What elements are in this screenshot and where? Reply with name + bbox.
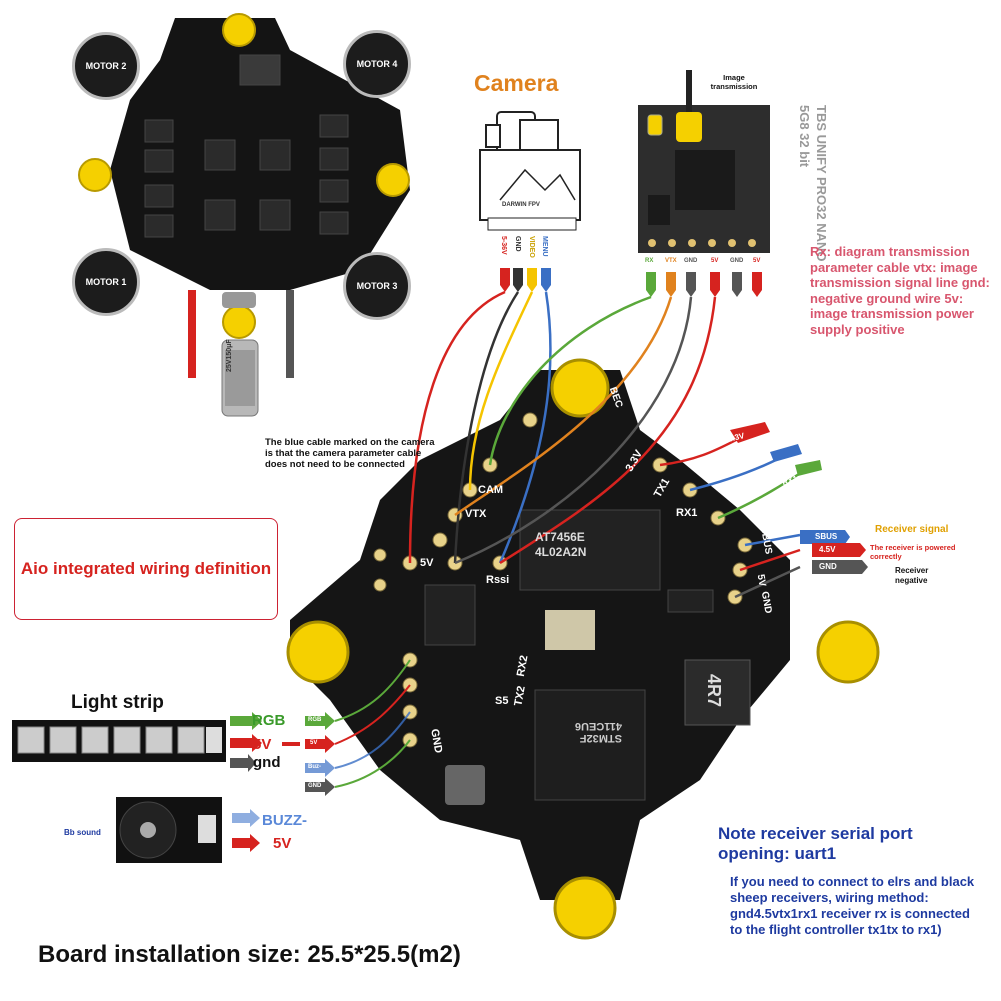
vtx-model-label: TBS UNIFY PRO32 NANO 5G8 32 bit <box>797 105 829 262</box>
vtx-pin-gnd: GND <box>684 258 698 264</box>
pad-5v: 5V <box>420 557 434 569</box>
pad-rx1: RX1 <box>676 507 698 519</box>
motor-1-label: MOTOR 1 <box>72 248 140 316</box>
light-strip-pad-buz: Buz- <box>308 764 321 770</box>
light-strip-title: Light strip <box>71 692 164 713</box>
buzzer-module <box>116 797 260 863</box>
vtx-pin-rx: RX <box>645 258 654 264</box>
camera-pin-gnd: GND <box>514 236 521 252</box>
light-strip-wire-gnd: gnd <box>253 754 281 771</box>
inductor-label: 4R7 <box>704 673 725 708</box>
capacitor-label: 25V150μF <box>226 339 233 372</box>
definition-box: Aio integrated wiring definition <box>14 518 278 620</box>
camera-pin-video: VIDEO <box>528 236 535 258</box>
receiver-note-body: If you need to connect to elrs and black… <box>730 874 975 937</box>
light-strip-pad-rgb: RGB <box>308 717 322 723</box>
motor-2-label: MOTOR 2 <box>72 32 140 100</box>
vtx-pin-gnd-2: GND <box>730 258 744 264</box>
buzzer-wire-buzz: BUZZ- <box>262 812 307 829</box>
motor-4-label: MOTOR 4 <box>343 30 411 98</box>
definition-label: Aio integrated wiring definition <box>20 559 272 578</box>
vtx-pin-5v: 5V <box>711 258 719 264</box>
light-strip-pad-5v: 5V <box>310 740 318 746</box>
camera-module <box>479 111 581 292</box>
motor-3-label: MOTOR 3 <box>343 252 411 320</box>
vtx-pin-vtx: VTX <box>665 258 677 264</box>
camera-pin-menu: MENU <box>541 236 548 257</box>
vtx-pin-5v-2: 5V <box>753 258 761 264</box>
buzzer-wire-5v: 5V <box>273 835 292 852</box>
flight-controller-board <box>286 358 880 940</box>
osd-chip-label: AT7456E 4L02A2N <box>535 530 587 559</box>
light-strip-module <box>12 659 411 796</box>
rx-power-note: The receiver is powered correctly <box>870 543 956 561</box>
pad-5v-rx: 5V <box>754 573 768 588</box>
mcu-chip-label: STM32F 411CEU6 <box>574 720 622 744</box>
vtx-module <box>638 70 770 297</box>
camera-cable-note: The blue cable marked on the camera is t… <box>265 437 435 470</box>
rx-sbus-note: Receiver signal <box>875 524 949 535</box>
camera-brand: DARWIN FPV <box>502 202 540 208</box>
pad-rssi: Rssi <box>486 574 510 586</box>
light-strip-wire-5v: 5V <box>253 736 272 753</box>
light-strip-wire-rgb: RGB <box>252 712 286 729</box>
rx-gnd-note: Receiver negative <box>895 566 929 585</box>
pad-vtx: VTX <box>465 508 487 520</box>
rx-sig-sbus: SBUS <box>815 532 838 541</box>
board-size-label: Board installation size: 25.5*25.5(m2) <box>38 941 461 968</box>
esc-board <box>78 13 410 417</box>
pad-s5: S5 <box>495 695 509 707</box>
pad-cam: CAM <box>478 484 504 496</box>
receiver-note-title: Note receiver serial port opening: uart1 <box>718 824 913 863</box>
vtx-image-label: Image transmission <box>710 73 758 91</box>
camera-pin-power: 5-36V <box>500 236 507 255</box>
light-strip-pad-gnd: GND <box>308 783 322 789</box>
camera-title: Camera <box>474 70 559 96</box>
buzzer-label: Bb sound <box>64 828 101 837</box>
vtx-description: Rx: diagram transmission parameter cable… <box>810 244 990 337</box>
rx-sig-4v5: 4.5V <box>819 545 836 554</box>
rx-sig-gnd: GND <box>819 562 837 571</box>
